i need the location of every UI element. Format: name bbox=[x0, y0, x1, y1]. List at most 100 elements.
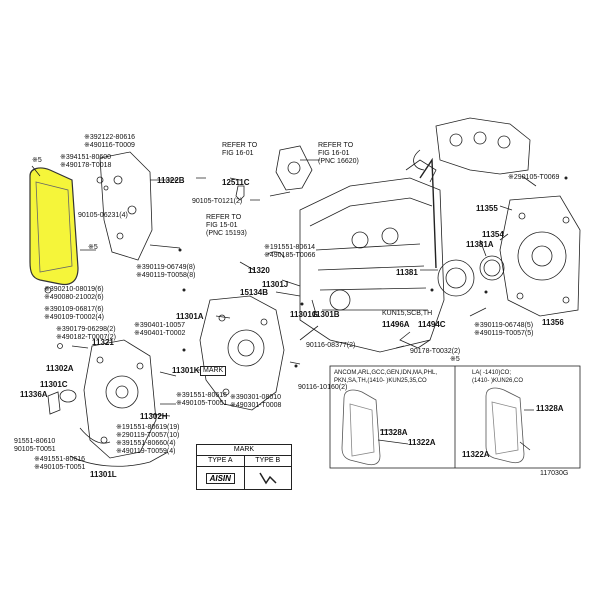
label-part-490080: ※490080-21002(6) bbox=[44, 294, 104, 301]
label-part-391551-80660: ※391551-80660(4) bbox=[116, 440, 176, 447]
label-part-11328a-left: 11328A bbox=[380, 428, 408, 437]
mark-table-symbol-row: AISIN bbox=[197, 467, 291, 489]
label-refer-2-line2: FIG 16-01 bbox=[318, 150, 350, 157]
label-part-11301b: 11301B bbox=[312, 310, 340, 319]
timing-cover-11301 bbox=[199, 295, 285, 411]
label-part-11301j: 11301J bbox=[262, 280, 289, 289]
label-part-15134b: 15134B bbox=[240, 288, 269, 297]
label-part-490401: ※490401-T0002 bbox=[134, 330, 186, 337]
label-part-11336a: 11336A bbox=[20, 390, 48, 399]
label-part-490105-t0051-b: ※490105-T0051 bbox=[34, 464, 86, 471]
label-part-490119-t0059: ※490119-T0059(4) bbox=[116, 448, 176, 455]
figure-number: 117030G bbox=[540, 470, 569, 477]
rear-end-plate-11356 bbox=[499, 195, 581, 317]
variant-cover-1 bbox=[341, 389, 381, 466]
mark-table-header-row: TYPE A TYPE B bbox=[197, 456, 291, 467]
label-part-490105-t0051-a: ※490105-T0051 bbox=[176, 400, 228, 407]
label-part-390210: ※390210-08019(6) bbox=[44, 286, 104, 293]
label-part-394151: ※394151-80600 bbox=[60, 154, 112, 161]
label-variant-box1-line2: PKN,SA,TH,(1410- )KUN25,35,CO bbox=[334, 378, 427, 384]
label-part-11301l: 11301L bbox=[90, 470, 117, 479]
label-part-490301: ※490301-T0008 bbox=[230, 402, 282, 409]
label-part-11354: 11354 bbox=[482, 230, 504, 239]
mark-table: MARK TYPE A TYPE B AISIN bbox=[196, 444, 292, 490]
label-part-191551: ※191551-80614 bbox=[264, 244, 316, 251]
label-part-490119-t0058: ※490119-T0058(8) bbox=[136, 272, 196, 279]
label-refer-3-line1: REFER TO bbox=[206, 214, 242, 221]
label-refer-3-line3: (PNC 15193) bbox=[206, 230, 247, 237]
label-part-90116-08377: 90116-08377(2) bbox=[306, 342, 356, 349]
head-gasket bbox=[435, 117, 531, 175]
aisin-mark-symbol: AISIN bbox=[205, 472, 235, 484]
label-part-390119-06749: ※390119-06749(8) bbox=[136, 264, 196, 271]
label-refer-3-line2: FIG 15-01 bbox=[206, 222, 238, 229]
mark-table-title: MARK bbox=[197, 445, 291, 456]
label-variant-box1-line1: ANCOM,ARL,GCC,GEN,IDN,MA,PHL, bbox=[334, 370, 438, 376]
type-b-mark-icon bbox=[259, 472, 277, 485]
label-refer-2-line3: (PNC 16620) bbox=[318, 158, 359, 165]
label-part-390401: ※390401-10057 bbox=[134, 322, 186, 329]
variant-cover-2 bbox=[485, 387, 525, 464]
label-part-490185: ※490185-T0066 bbox=[264, 252, 316, 259]
label-part-490109: ※490109-T0002(4) bbox=[44, 314, 104, 321]
label-ref-5-right: ※5 bbox=[450, 356, 460, 363]
label-part-191551-80619: ※191551-80619(19) bbox=[116, 424, 180, 431]
label-part-90105-t0121: 90105-T0121(2) bbox=[192, 198, 243, 205]
engine-block bbox=[299, 177, 445, 353]
label-part-11302h: 11302H bbox=[140, 412, 168, 421]
label-part-290119-t0057: ※290119-T0057(10) bbox=[116, 432, 180, 439]
mark-table-type-b: TYPE B bbox=[255, 457, 281, 464]
label-part-11322a-right: 11322A bbox=[462, 450, 490, 459]
label-part-391551-a: ※391551-80616 bbox=[176, 392, 228, 399]
label-part-11356: 11356 bbox=[542, 318, 564, 327]
label-part-11496a: 11496A bbox=[382, 320, 410, 329]
label-part-11321: 11321 bbox=[92, 338, 114, 347]
label-part-90105: 90105-T0051 bbox=[14, 446, 56, 453]
cover-plate-11322b bbox=[99, 151, 153, 261]
label-part-11328a-right: 11328A bbox=[536, 404, 564, 413]
label-part-12511c: 12511C bbox=[222, 178, 250, 187]
label-part-11381a: 11381A bbox=[466, 240, 494, 249]
label-part-11301g: 11301G bbox=[290, 310, 319, 319]
label-ref-5-top: ※5 bbox=[32, 157, 42, 164]
label-part-11301c: 11301C bbox=[40, 380, 68, 389]
oil-seal-retainer bbox=[437, 259, 475, 297]
label-part-390301: ※390301-08010 bbox=[230, 394, 282, 401]
label-refer-2-line1: REFER TO bbox=[318, 142, 354, 149]
label-variant-box2-line1: LA( -1410)CO; bbox=[472, 370, 512, 376]
label-refer-1-line2: FIG 16-01 bbox=[222, 150, 254, 157]
label-part-390119-06748: ※390119-06748(5) bbox=[474, 322, 534, 329]
label-part-491551: ※491551-80616 bbox=[34, 456, 86, 463]
label-part-11322a-left: 11322A bbox=[408, 438, 436, 447]
label-part-392122: ※392122-80616 bbox=[84, 134, 136, 141]
label-part-390179: ※390179-06298(2) bbox=[56, 326, 116, 333]
label-part-11302a: 11302A bbox=[46, 364, 74, 373]
label-part-390109: ※390109-06817(6) bbox=[44, 306, 104, 313]
front-cover-11321 bbox=[83, 339, 157, 459]
label-part-90116-10160: 90116-10160(2) bbox=[298, 384, 348, 391]
label-part-490178: ※490178-T0018 bbox=[60, 162, 112, 169]
label-part-11381: 11381 bbox=[396, 268, 418, 277]
label-part-11301k: 11301K bbox=[172, 366, 200, 375]
label-part-91551: 91551-80610 bbox=[14, 438, 56, 445]
label-variant-kun15: KUN15,SCB,TH bbox=[382, 310, 433, 317]
timing-cover-highlighted bbox=[29, 167, 79, 286]
oil-seal-ring bbox=[479, 255, 505, 281]
label-part-11322b: 11322B bbox=[157, 176, 185, 185]
label-part-11301a: 11301A bbox=[176, 312, 204, 321]
label-part-490119-t0057: ※490119-T0057(5) bbox=[474, 330, 534, 337]
label-part-90105-06231: 90105-06231(4) bbox=[78, 212, 128, 219]
label-part-490116: ※490116-T0009 bbox=[84, 142, 135, 149]
label-part-11320: 11320 bbox=[248, 266, 270, 275]
label-part-11355: 11355 bbox=[476, 204, 498, 213]
mark-table-type-a: TYPE A bbox=[197, 456, 245, 466]
label-ref-5-side: ※5 bbox=[88, 244, 98, 251]
label-part-90178: 90178-T0032(2) bbox=[410, 348, 461, 355]
label-refer-1-line1: REFER TO bbox=[222, 142, 258, 149]
label-part-290105: ※290105-T0069 bbox=[508, 174, 560, 181]
label-variant-box2-line2: (1410- )KUN26,CO bbox=[472, 378, 524, 384]
label-part-11494c: 11494C bbox=[418, 320, 446, 329]
label-part-490182: ※490182-T0007(2) bbox=[56, 334, 116, 341]
